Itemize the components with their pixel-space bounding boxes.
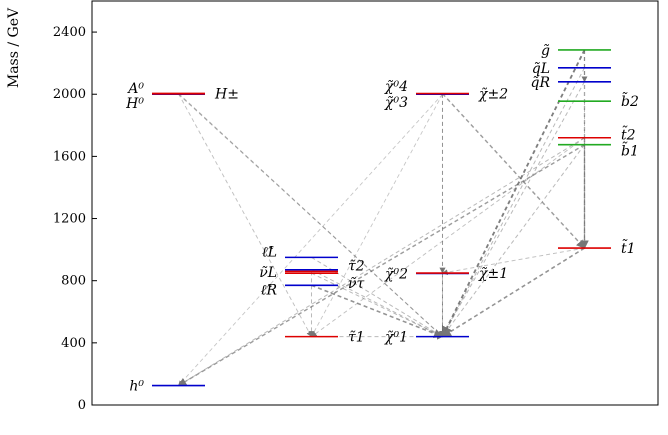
label-b1: b̃1	[621, 141, 639, 160]
decay-03-to-1-18	[311, 94, 443, 338]
decay-t1-to-01-12	[441, 247, 585, 338]
y-tick-label-400: 400	[61, 336, 86, 351]
y-tick-label-2000: 2000	[53, 87, 86, 102]
decay-03-to-h0-17	[178, 93, 443, 386]
decay-ll-to-01-24	[311, 256, 444, 338]
y-tick-label-1200: 1200	[53, 212, 86, 227]
decay-h0-to-01-22	[178, 93, 443, 338]
label-2: τ̃2	[348, 258, 365, 274]
y-tick-label-0: 0	[78, 398, 86, 413]
y-tick-label-1600: 1600	[53, 149, 86, 164]
label-h0: h⁰	[129, 379, 144, 395]
y-tick-label-800: 800	[61, 274, 86, 289]
decay-x-to-01-27	[311, 272, 444, 338]
decay-h-to-01-21	[178, 93, 443, 338]
label-x: ν̃τ	[348, 276, 365, 292]
label-2: χ̃±2	[478, 87, 508, 103]
label-lr: ℓ̃R	[261, 282, 278, 298]
label-02: χ̃⁰2	[384, 266, 408, 282]
label-1: τ̃1	[348, 330, 365, 346]
decay-t1-to-1-13	[441, 247, 585, 275]
label-l: ν̃L	[259, 265, 277, 281]
label-h: H±	[214, 86, 239, 102]
label-ll: ℓ̃L	[262, 244, 277, 260]
label-ql: q̃L	[532, 61, 550, 77]
decay-t2-to-1-7	[311, 137, 585, 338]
label-04: χ̃⁰4	[384, 79, 408, 95]
label-qr: q̃R	[530, 75, 550, 91]
label-t2: t̃2	[621, 125, 636, 144]
label-h0: H⁰	[125, 96, 144, 112]
label-01: χ̃⁰1	[384, 330, 408, 346]
decay-g-to-01-0	[441, 49, 586, 338]
decay-qr-to-01-4	[442, 81, 585, 338]
y-axis-ticks: 0 400 800 1200 1600 2000 2400	[53, 25, 97, 413]
decay-t2-to-h0-8	[177, 137, 585, 387]
decay-lr-to-01-28	[311, 284, 444, 338]
y-axis-title: Mass / GeV	[6, 7, 22, 88]
plot-frame	[91, 0, 659, 406]
decay-arrows	[177, 49, 589, 387]
decay-l-to-01-25	[311, 269, 444, 338]
label-1: χ̃±1	[478, 266, 508, 282]
decay-2-to-t1-14	[441, 93, 586, 249]
label-a0: A⁰	[126, 81, 144, 97]
label-g: g̃	[541, 43, 550, 59]
label-b2: b̃2	[621, 91, 639, 110]
decay-a0-to-1-23	[178, 93, 312, 338]
label-t1: t̃1	[621, 238, 636, 257]
label-03: χ̃⁰3	[384, 95, 408, 111]
decay-b1-to-h0-9	[177, 144, 585, 387]
y-tick-label-2400: 2400	[53, 25, 86, 40]
decay-ql-to-01-3	[442, 67, 585, 338]
decay-b1-to-01-10	[442, 144, 585, 338]
